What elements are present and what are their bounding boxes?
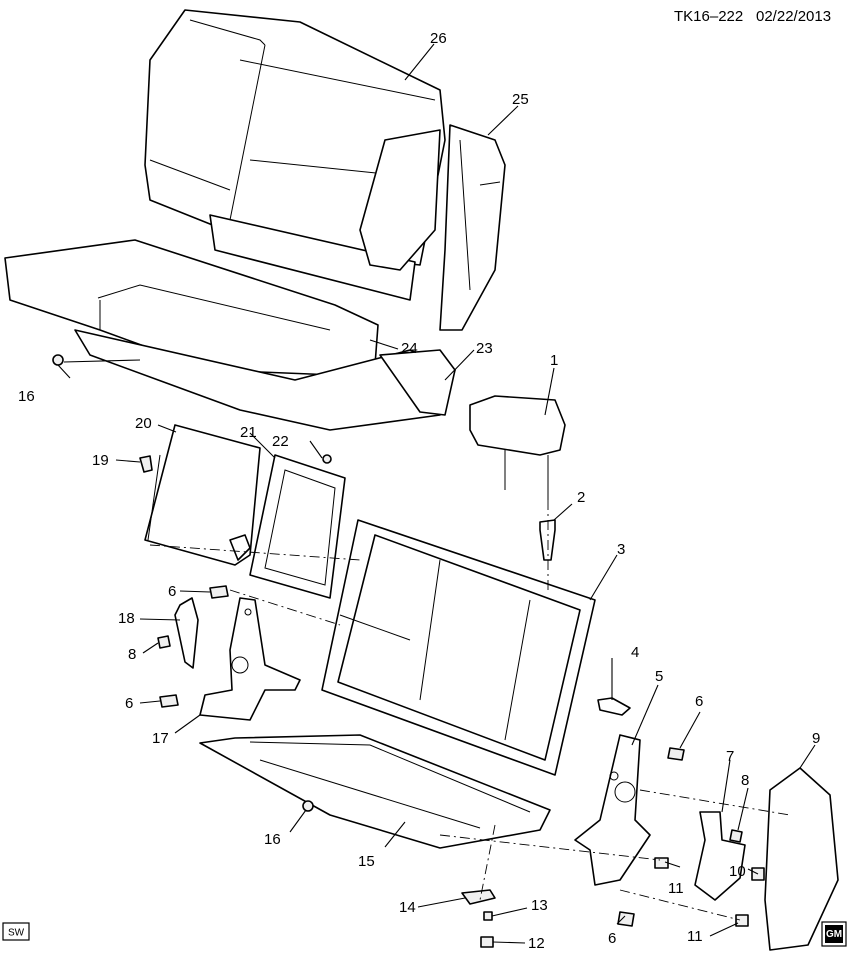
bracket-18	[174, 597, 199, 669]
bolt-8-a	[157, 635, 171, 649]
callout-8-b: 8	[741, 772, 749, 789]
callout-12: 12	[528, 935, 545, 952]
callout-2: 2	[577, 489, 585, 506]
callout-23: 23	[476, 340, 493, 357]
clip-11-a	[654, 857, 669, 869]
seat-back-trim-25	[359, 124, 506, 331]
callout-25: 25	[512, 91, 529, 108]
sw-badge: SW	[2, 922, 30, 941]
leader-lines	[57, 43, 816, 944]
headrest-1	[469, 395, 566, 500]
bolt-6-c	[667, 747, 685, 761]
bolt-6-a	[209, 585, 229, 599]
plug-16-a	[52, 354, 64, 366]
callout-1: 1	[550, 352, 558, 369]
callout-10: 10	[729, 863, 746, 880]
callout-6-a: 6	[168, 583, 176, 600]
gm-logo: GM	[821, 921, 847, 947]
bolt-6-b	[159, 694, 179, 708]
seat-cushion-frame-23	[379, 349, 456, 416]
seat-pan-15	[199, 734, 551, 849]
headrest-guide-2	[539, 519, 556, 561]
nut-13	[483, 911, 493, 921]
diagram-code: TK16–222	[674, 8, 743, 25]
callout-26: 26	[430, 30, 447, 47]
callout-5: 5	[655, 668, 663, 685]
callout-15: 15	[358, 853, 375, 870]
callout-18: 18	[118, 610, 135, 627]
callout-21: 21	[240, 424, 257, 441]
callout-8-a: 8	[128, 646, 136, 663]
plug-16-b	[302, 800, 314, 812]
sw-badge-text: SW	[8, 928, 25, 939]
bolt-6-d	[617, 911, 635, 927]
callout-22: 22	[272, 433, 289, 450]
callout-labels: 26 25 24 23 16 1 2 3 4 5 20 19 21 22 6 1…	[18, 30, 820, 952]
bolt-8-b	[729, 829, 743, 843]
pushpin-22	[322, 454, 332, 464]
callout-17: 17	[152, 730, 169, 747]
callout-16-a: 16	[18, 388, 35, 405]
clip-11-b	[735, 914, 749, 927]
bolt-19	[139, 455, 153, 473]
seat-back-panel-20	[144, 424, 261, 566]
callout-13: 13	[531, 897, 548, 914]
alignment-line	[619, 889, 741, 921]
callout-9: 9	[812, 730, 820, 747]
callout-16-b: 16	[264, 831, 281, 848]
alignment-line	[439, 834, 661, 861]
alignment-line	[149, 544, 361, 561]
callout-11-b: 11	[687, 928, 703, 945]
callout-7: 7	[726, 748, 734, 765]
diagram-date: 02/22/2013	[756, 8, 831, 25]
alignment-line	[639, 789, 791, 816]
recliner-5	[574, 734, 651, 886]
callout-3: 3	[617, 541, 625, 558]
handle-4	[597, 697, 631, 716]
callout-6-c: 6	[695, 693, 703, 710]
seat-back-frame-3	[321, 519, 596, 776]
callout-20: 20	[135, 415, 152, 432]
callout-14: 14	[399, 899, 416, 916]
bracket-7	[694, 811, 746, 901]
gm-logo-text: GM	[826, 929, 842, 940]
callout-19: 19	[92, 452, 109, 469]
seat-back-panel-21	[249, 454, 346, 599]
callout-6-b: 6	[125, 695, 133, 712]
callout-11-a: 11	[668, 880, 684, 897]
cover-14	[461, 889, 496, 905]
callout-4: 4	[631, 644, 639, 661]
callout-6-d: 6	[608, 930, 616, 947]
alignment-line	[479, 824, 496, 901]
hinge-17	[199, 597, 301, 721]
nut-12	[480, 936, 494, 948]
callout-24: 24	[401, 340, 418, 357]
seat-cushion-24	[4, 239, 456, 431]
